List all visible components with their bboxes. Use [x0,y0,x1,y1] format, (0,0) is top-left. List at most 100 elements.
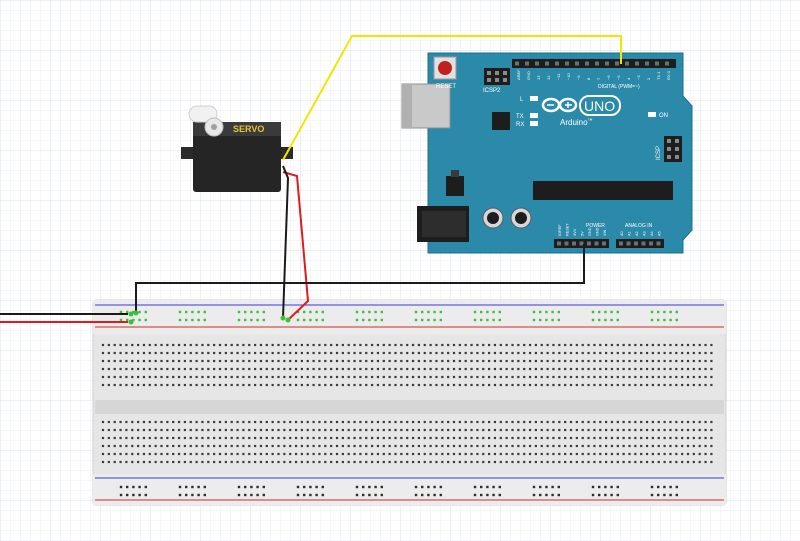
breadboard-hole[interactable] [283,351,286,355]
breadboard-hole[interactable] [610,367,614,371]
breadboard-rail-hole[interactable] [355,318,359,322]
breadboard-hole[interactable] [148,383,151,387]
breadboard-hole[interactable] [306,383,309,387]
breadboard-hole[interactable] [564,428,567,432]
breadboard-hole[interactable] [698,343,701,347]
breadboard-hole[interactable] [259,359,263,363]
breadboard-hole[interactable] [698,367,701,371]
breadboard-rail-hole[interactable] [663,318,666,322]
power-pin-socket[interactable] [602,241,606,246]
breadboard-hole[interactable] [265,444,268,448]
breadboard-hole[interactable] [447,383,450,387]
breadboard-hole[interactable] [406,420,409,424]
breadboard-hole[interactable] [213,444,216,448]
breadboard-hole[interactable] [242,367,245,371]
breadboard-hole[interactable] [523,420,526,424]
breadboard-hole[interactable] [201,383,204,387]
breadboard-hole[interactable] [113,375,116,379]
ground-wire-servo-black[interactable] [282,165,290,319]
breadboard-hole[interactable] [125,452,128,456]
breadboard-rail-hole[interactable] [355,310,359,314]
breadboard-hole[interactable] [681,375,684,379]
breadboard-hole[interactable] [265,452,268,456]
breadboard-hole[interactable] [131,444,134,448]
breadboard-hole[interactable] [540,420,543,424]
breadboard-hole[interactable] [137,436,140,440]
breadboard-rail-hole[interactable] [244,485,247,489]
breadboard-hole[interactable] [476,383,479,387]
breadboard-hole[interactable] [429,428,432,432]
breadboard-hole[interactable] [289,460,292,464]
breadboard-hole[interactable] [248,359,251,363]
breadboard-hole[interactable] [400,452,403,456]
breadboard-hole[interactable] [183,452,186,456]
breadboard-hole[interactable] [394,460,397,464]
breadboard-hole[interactable] [394,343,397,347]
breadboard-hole[interactable] [265,351,268,355]
breadboard-hole[interactable] [488,436,491,440]
breadboard-hole[interactable] [470,343,473,347]
breadboard-hole[interactable] [277,375,280,379]
breadboard-hole[interactable] [528,460,532,464]
breadboard-hole[interactable] [294,359,298,363]
breadboard-hole[interactable] [265,343,268,347]
breadboard-hole[interactable] [645,367,649,371]
breadboard-hole[interactable] [107,420,110,424]
breadboard-hole[interactable] [528,343,532,347]
breadboard-hole[interactable] [681,428,684,432]
breadboard-hole[interactable] [394,428,397,432]
breadboard-rail-hole[interactable] [650,493,654,497]
breadboard-hole[interactable] [125,375,128,379]
breadboard-hole[interactable] [581,375,584,379]
breadboard-hole[interactable] [230,383,233,387]
breadboard-hole[interactable] [300,436,303,440]
breadboard-rail-hole[interactable] [591,485,595,489]
breadboard-hole[interactable] [142,428,146,432]
breadboard-hole[interactable] [587,367,590,371]
breadboard-hole[interactable] [534,359,537,363]
breadboard-rail-hole[interactable] [616,485,619,489]
breadboard-hole[interactable] [552,420,555,424]
breadboard-hole[interactable] [207,420,210,424]
breadboard-hole[interactable] [195,436,198,440]
breadboard-hole[interactable] [640,460,643,464]
breadboard-hole[interactable] [458,436,461,440]
breadboard-hole[interactable] [166,351,169,355]
breadboard-hole[interactable] [101,359,105,363]
breadboard-hole[interactable] [160,359,163,363]
breadboard-hole[interactable] [441,452,444,456]
breadboard-hole[interactable] [306,444,309,448]
breadboard-hole[interactable] [148,420,151,424]
breadboard-rail-hole[interactable] [237,485,241,489]
breadboard-rail-hole[interactable] [262,310,265,314]
breadboard-hole[interactable] [294,444,298,448]
breadboard-hole[interactable] [663,359,666,363]
breadboard-hole[interactable] [230,444,233,448]
breadboard-hole[interactable] [177,375,181,379]
breadboard-hole[interactable] [511,452,514,456]
breadboard-hole[interactable] [353,375,356,379]
breadboard-rail-hole[interactable] [610,493,613,497]
breadboard-hole[interactable] [101,444,105,448]
breadboard-hole[interactable] [517,420,520,424]
breadboard-hole[interactable] [640,343,643,347]
breadboard-hole[interactable] [417,351,420,355]
breadboard-hole[interactable] [394,383,397,387]
breadboard-hole[interactable] [704,359,707,363]
breadboard-hole[interactable] [587,436,590,440]
breadboard-hole[interactable] [195,367,198,371]
breadboard-hole[interactable] [499,460,502,464]
breadboard-hole[interactable] [172,436,175,440]
breadboard-hole[interactable] [371,359,374,363]
breadboard-hole[interactable] [277,343,280,347]
breadboard-hole[interactable] [271,444,274,448]
breadboard-hole[interactable] [101,436,105,440]
breadboard-hole[interactable] [306,460,309,464]
breadboard-rail-hole[interactable] [669,318,672,322]
breadboard-rail-hole[interactable] [657,485,660,489]
breadboard-hole[interactable] [376,343,380,347]
breadboard-hole[interactable] [131,383,134,387]
breadboard-hole[interactable] [651,452,654,456]
breadboard-hole[interactable] [224,367,227,371]
breadboard-hole[interactable] [248,444,251,448]
